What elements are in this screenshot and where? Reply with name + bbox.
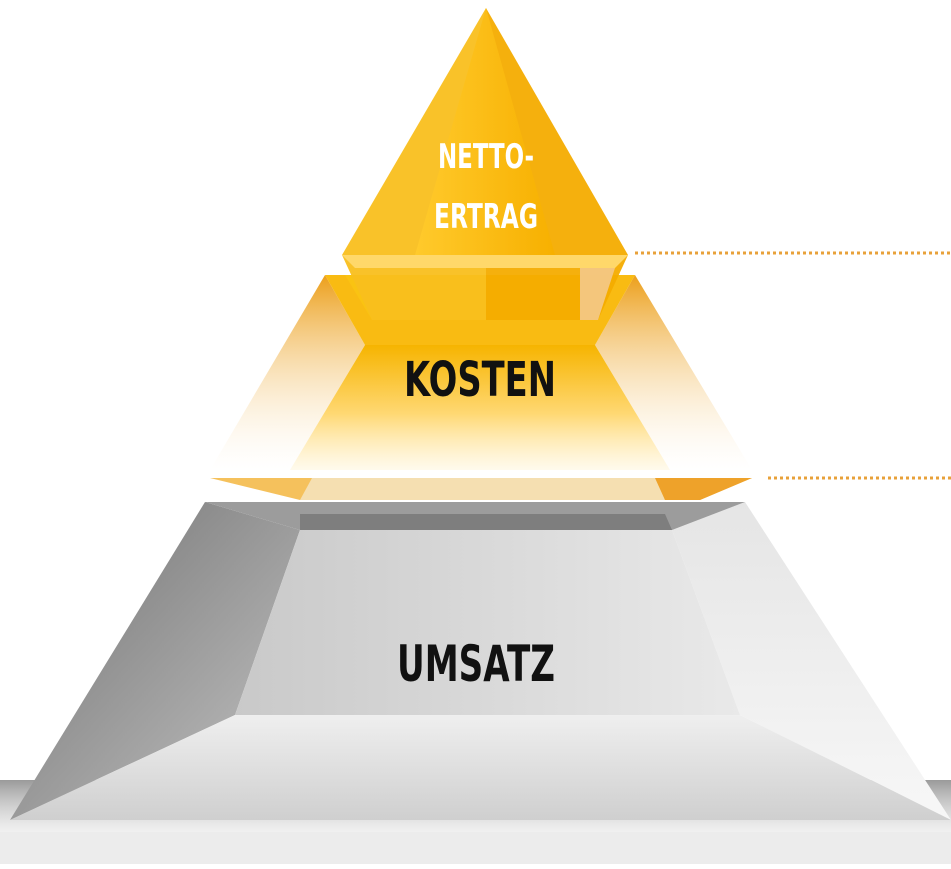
- tier-top: [342, 8, 628, 320]
- base-front-face: [235, 530, 740, 715]
- label-kosten: KOSTEN: [404, 352, 556, 408]
- middle-left-face: [210, 275, 365, 470]
- label-netto: NETTO-: [438, 137, 534, 177]
- middle-right-face: [595, 275, 752, 470]
- tier-base: [0, 502, 951, 864]
- top-glass-corner: [580, 268, 615, 320]
- top-rim-highlight: [342, 255, 628, 268]
- base-foot: [0, 832, 951, 864]
- label-ertrag: ERTRAG: [434, 197, 538, 237]
- middle-bottom-glass: [300, 478, 665, 500]
- base-left-face: [10, 502, 300, 820]
- base-top-inner: [300, 514, 672, 530]
- label-umsatz: UMSATZ: [397, 635, 555, 693]
- middle-front-face: [290, 345, 670, 470]
- base-bottom-face: [10, 715, 951, 820]
- base-right-face: [672, 502, 951, 820]
- top-front-face: [415, 8, 555, 255]
- middle-ledge-right: [655, 478, 752, 500]
